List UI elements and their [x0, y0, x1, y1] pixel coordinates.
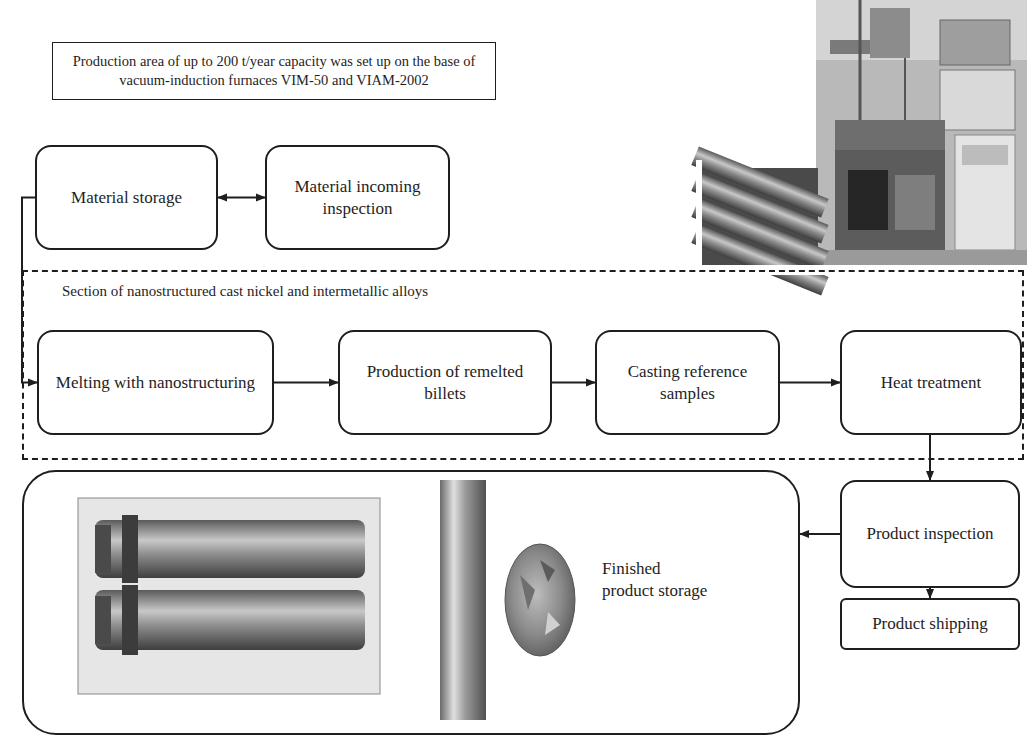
process-box: Material storage: [35, 145, 218, 250]
section-band: Section of nanostructured cast nickel an…: [22, 270, 1024, 460]
process-box: Casting reference samples: [595, 330, 780, 435]
process-box: Product shipping: [840, 598, 1020, 650]
box-label: Product shipping: [872, 613, 988, 635]
flow-arrow: [218, 197, 265, 199]
flow-arrow: [929, 435, 931, 480]
flow-arrow: [274, 382, 338, 384]
box-label: Heat treatment: [881, 372, 982, 394]
box-label: Melting with nanostructuring: [56, 372, 255, 394]
flow-arrow: [552, 382, 595, 384]
box-label: Production of remelted billets: [348, 361, 542, 405]
process-box: Product inspection: [840, 480, 1020, 588]
box-label: Material incoming inspection: [275, 176, 440, 220]
furnace-photo: [816, 0, 1027, 265]
box-label: Production area of up to 200 t/year capa…: [61, 52, 487, 89]
flow-arrow: [780, 382, 840, 384]
box-label: Material storage: [71, 187, 182, 209]
flow-arrow: [929, 588, 931, 598]
storage-panel: Finished product storage: [22, 470, 800, 735]
rods-photo: [691, 147, 830, 296]
section-heading: Section of nanostructured cast nickel an…: [62, 282, 428, 301]
process-box: Material incoming inspection: [265, 145, 450, 250]
note-box: Production area of up to 200 t/year capa…: [52, 42, 496, 100]
process-box: Heat treatment: [840, 330, 1022, 435]
rod-photo: [440, 480, 486, 720]
process-box: Production of remelted billets: [338, 330, 552, 435]
process-box: Melting with nanostructuring: [37, 330, 274, 435]
flow-arrow: [800, 533, 840, 535]
cross-section-photo: [505, 544, 575, 656]
box-label: Casting reference samples: [605, 361, 770, 405]
panel-label: Finished product storage: [600, 556, 714, 604]
box-label: Product inspection: [866, 523, 993, 545]
castings-photo: [78, 498, 380, 694]
